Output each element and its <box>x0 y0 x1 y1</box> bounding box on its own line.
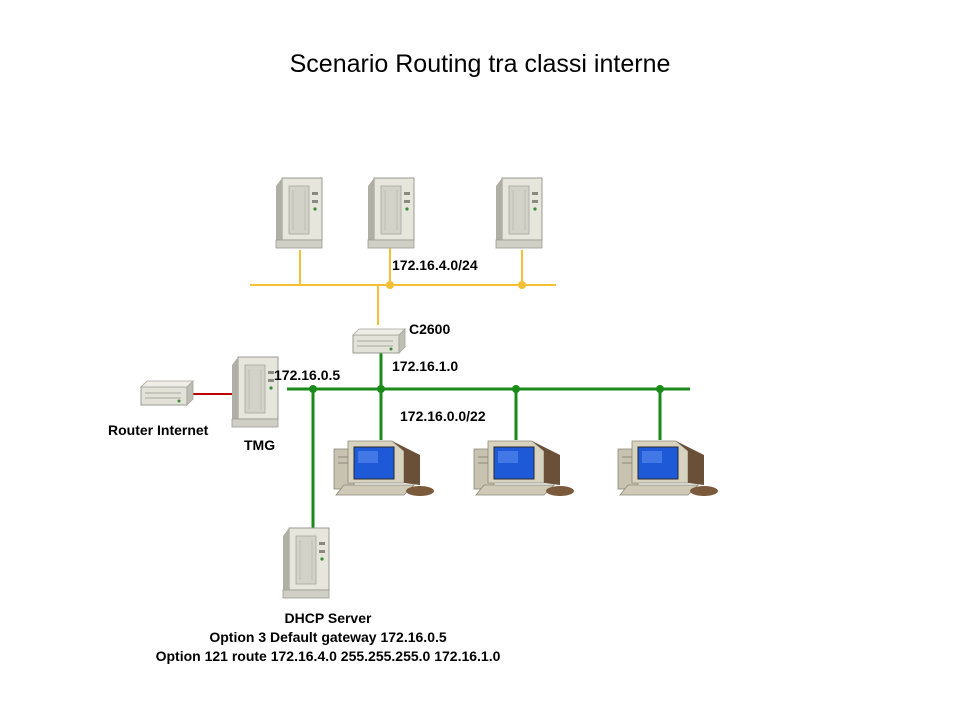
workstation-2-icon <box>473 440 575 497</box>
c2600-router-icon <box>352 328 406 354</box>
upper-junction-dot-2 <box>518 281 526 289</box>
dhcp-server-name: DHCP Server <box>284 610 372 626</box>
tmg-address-label: 172.16.0.5 <box>274 367 341 383</box>
dhcp-server-icon <box>282 527 330 599</box>
lower-junction-dot-tmg <box>309 385 317 393</box>
lower-subnet-label: 172.16.0.0/22 <box>400 408 486 424</box>
c2600-address-label: 172.16.1.0 <box>392 358 459 374</box>
upper-server-2-icon <box>367 177 415 249</box>
workstation-1-icon <box>333 440 435 497</box>
slide-title: Scenario Routing tra classi interne <box>289 50 671 78</box>
upper-subnet-label: 172.16.4.0/24 <box>392 257 478 273</box>
dhcp-server-caption: DHCP Server Option 3 Default gateway 172… <box>80 609 576 666</box>
tmg-server-icon <box>231 356 279 428</box>
dhcp-option-3: Option 3 Default gateway 172.16.0.5 <box>209 629 447 645</box>
upper-server-1-icon <box>275 177 323 249</box>
tmg-name-label: TMG <box>244 437 276 453</box>
router-internet-icon <box>140 380 194 406</box>
workstation-3-icon <box>617 440 719 497</box>
lower-junction-dot-3 <box>656 385 664 393</box>
lower-junction-dot-2 <box>512 385 520 393</box>
upper-junction-dot-1 <box>386 281 394 289</box>
lower-junction-dot-c2600 <box>377 385 385 393</box>
router-internet-label: Router Internet <box>108 422 209 438</box>
c2600-name-label: C2600 <box>409 321 451 337</box>
upper-server-3-icon <box>495 177 543 249</box>
dhcp-option-121: Option 121 route 172.16.4.0 255.255.255.… <box>155 648 501 664</box>
